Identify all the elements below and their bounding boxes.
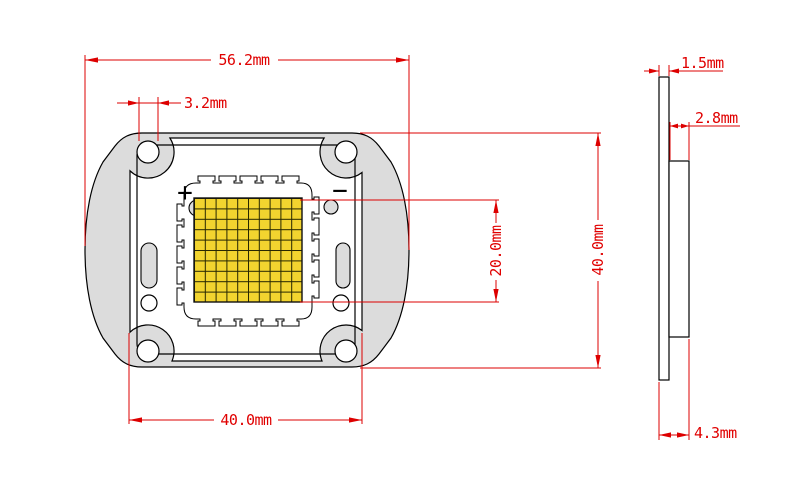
side-view <box>658 76 690 381</box>
dim-arrow <box>85 57 98 63</box>
dim-arrow <box>595 355 601 368</box>
plus-polarity-label: + <box>177 178 193 208</box>
dim-arrow <box>670 123 678 129</box>
dim-base-thickness: 1.5mm <box>644 54 725 76</box>
mounting-hole-bottom-right <box>334 339 358 363</box>
cathode-pad-circle <box>323 199 339 215</box>
dim-hole-diameter: 3.2mm <box>117 94 228 141</box>
dim-arrow <box>129 417 142 423</box>
dam-ring-left <box>176 195 185 307</box>
dim-arrow <box>649 68 659 74</box>
dim-arrow <box>677 432 689 438</box>
dam-ring-bottom <box>183 306 301 327</box>
mounting-hole-bottom-left <box>136 339 160 363</box>
dim-overall-width-label: 56.2mm <box>218 51 270 69</box>
dim-arrow <box>493 289 499 302</box>
left-slot <box>140 242 158 289</box>
dim-body-height: 40.0mm <box>360 132 607 369</box>
dim-base-thickness-label: 1.5mm <box>681 54 724 72</box>
dim-arrow <box>396 57 409 63</box>
dim-hole-diameter-label: 3.2mm <box>184 94 227 112</box>
dim-platform-thickness-label: 2.8mm <box>695 109 738 127</box>
dim-arrow <box>681 123 689 129</box>
dim-arrow <box>349 417 362 423</box>
dim-led-area-height-label: 20.0mm <box>487 225 505 277</box>
dim-body-height-label: 40.0mm <box>589 224 607 276</box>
dim-plate-width: 40.0mm <box>128 333 363 429</box>
platform-outline <box>136 144 356 355</box>
bottom-right-pad-circle <box>332 294 350 312</box>
dim-total-thickness: 4.3mm <box>658 339 738 442</box>
right-slot <box>335 242 351 289</box>
mounting-hole-top-right <box>334 140 358 164</box>
dim-arrow <box>158 100 169 106</box>
dim-arrow <box>659 432 671 438</box>
front-view: + − <box>84 132 410 368</box>
dam-ring-top <box>183 175 313 196</box>
dim-overall-width: 56.2mm <box>84 51 410 250</box>
minus-polarity-label: − <box>332 176 348 206</box>
dim-plate-width-label: 40.0mm <box>220 411 272 429</box>
side-raised-platform <box>668 160 690 338</box>
dim-arrow <box>493 200 499 213</box>
dim-platform-thickness: 2.8mm <box>669 109 740 160</box>
dim-arrow <box>595 133 601 146</box>
dim-arrow <box>128 100 139 106</box>
mounting-hole-top-left <box>136 140 160 164</box>
side-base-plate <box>658 76 670 381</box>
dim-total-thickness-label: 4.3mm <box>694 424 737 442</box>
led-grid <box>193 197 303 303</box>
dim-arrow <box>669 68 679 74</box>
dam-ring-right <box>300 195 320 320</box>
dim-led-area-height: 20.0mm <box>300 199 505 303</box>
bottom-left-pad-circle <box>140 294 158 312</box>
